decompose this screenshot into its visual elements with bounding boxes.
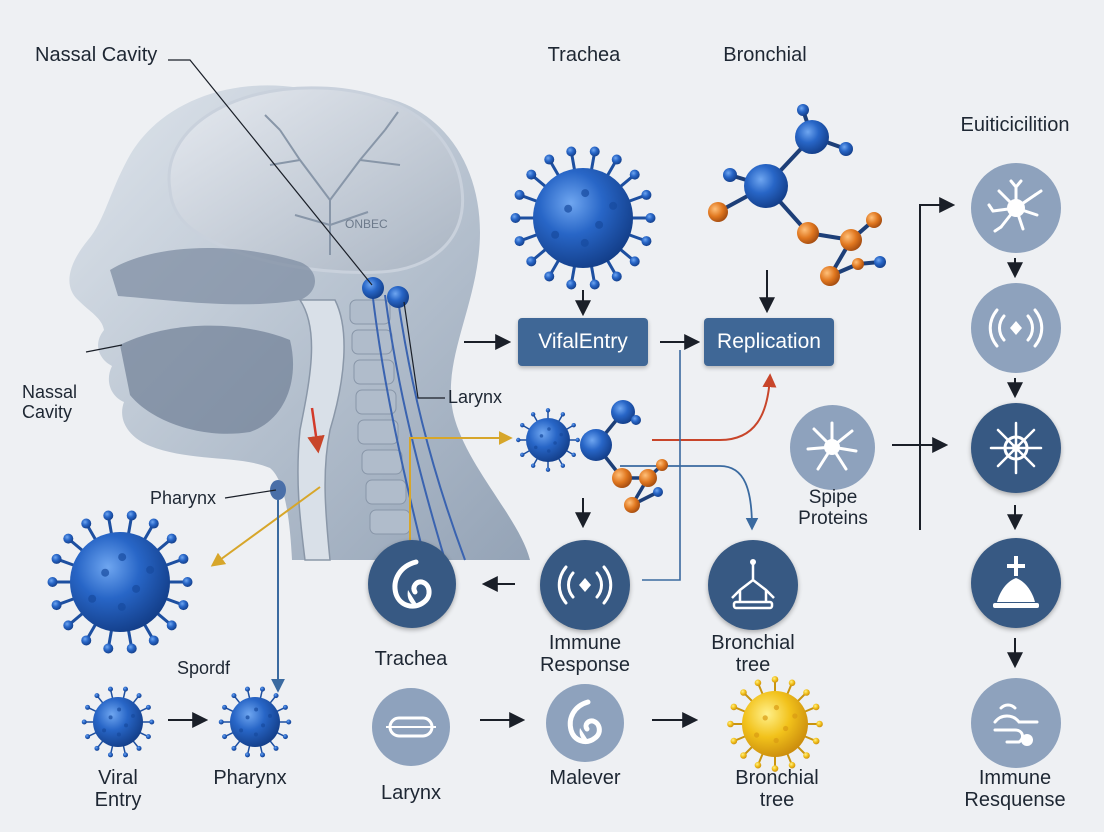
virus-icon — [47, 510, 193, 654]
molecule-icon — [708, 104, 886, 286]
signal-waves-icon — [540, 540, 630, 630]
bronchial-tree-bottom-label: Bronchial tree — [735, 767, 819, 812]
hand-cell-icon — [971, 678, 1061, 768]
replication-box: Replication — [704, 318, 834, 366]
virus-layer — [47, 146, 823, 772]
larynx-capsule-icon — [372, 688, 450, 766]
red-arrow-down — [307, 407, 325, 454]
brain-vein-tree — [264, 111, 401, 255]
neuron-icon — [971, 163, 1061, 253]
spike-proteins-label: Spipe Proteins — [798, 487, 868, 530]
virus-icon — [218, 686, 292, 758]
nasal-cavity-side-label: Nassal Cavity — [22, 382, 78, 423]
larynx-bottom-label: Larynx — [380, 782, 442, 804]
viral-entry-box: VifalEntry — [518, 318, 648, 366]
spike-protein-icon — [971, 403, 1061, 493]
virus-particle-in-head — [362, 277, 384, 299]
virus-icon — [516, 408, 580, 472]
euiticilition-label: Euiticicilition — [960, 114, 1070, 136]
leader-lines — [85, 59, 445, 499]
immune-response-mid-label: Immune Response — [539, 632, 631, 677]
lung-leaf-icon — [546, 684, 624, 762]
bronchial-tree-icon — [708, 540, 798, 630]
trachea-top-label: Trachea — [547, 44, 621, 66]
spike-protein-icon — [790, 405, 875, 490]
lung-leaf-icon — [368, 540, 456, 628]
nasal-cavity-shape — [110, 248, 315, 305]
malever-label: Malever — [549, 767, 621, 789]
spordf-label: Spordf — [177, 658, 231, 678]
virus-icon — [727, 676, 823, 772]
head-anatomy-illustration: ONBEC — [69, 85, 530, 561]
cross-hat-icon — [971, 538, 1061, 628]
bronchial-top-label: Bronchial — [723, 44, 807, 66]
nasal-cavity-top-label: Nassal Cavity — [35, 44, 158, 66]
pharynx-node — [270, 480, 286, 500]
virus-particle-in-head — [387, 286, 409, 308]
arrows — [168, 197, 1023, 728]
molecule-icon — [580, 400, 668, 513]
brain-text: ONBEC — [345, 217, 388, 231]
trachea-low-label: Trachea — [374, 648, 448, 670]
larynx-mid-label: Larynx — [448, 387, 503, 407]
oral-cavity-shape — [120, 325, 294, 434]
viral-entry-bottom-label: Viral Entry — [94, 767, 142, 812]
bronchial-tree-mid-label: Bronchial tree — [711, 632, 795, 677]
virus-icon — [510, 146, 656, 290]
immune-response-bottom-label: Immune Resquense — [964, 767, 1066, 812]
pharynx-mid-label: Pharynx — [150, 488, 217, 508]
signal-waves-icon — [971, 283, 1061, 373]
virus-icon — [81, 686, 155, 758]
pharynx-bottom-label: Pharynx — [213, 767, 287, 789]
